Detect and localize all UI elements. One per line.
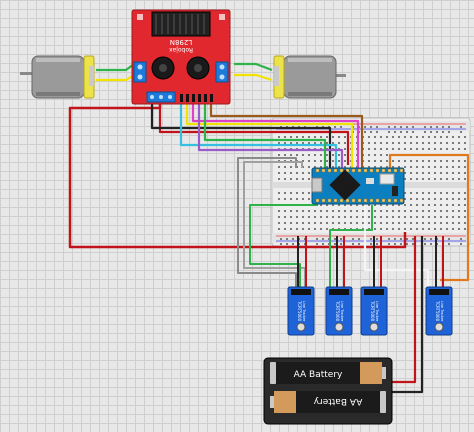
sensor-1: TCRT5000 Line Tracker — [287, 286, 315, 336]
sensor-name: TCRT5000 — [370, 300, 375, 322]
sensor-2: TCRT5000 Line Tracker — [325, 286, 353, 336]
sensor-3: TCRT5000 Line Tracker — [360, 286, 388, 336]
sensor-name: TCRT5000 — [435, 300, 440, 322]
battery-cell-2-label: AA Battery — [313, 396, 362, 406]
motor-icon — [20, 55, 95, 99]
white-wire — [363, 205, 430, 287]
cyan-wire — [179, 100, 338, 168]
red-vin-wire — [158, 100, 350, 165]
sensor-name: TCRT5000 — [335, 300, 340, 322]
brown-wire — [209, 100, 364, 168]
green-wire-1 — [203, 100, 327, 168]
gray-gnd-wire-1 — [237, 157, 297, 287]
battery-icon: AA Battery AA Battery — [263, 357, 393, 425]
magenta-wire — [191, 100, 360, 168]
arduino-nano — [311, 167, 405, 205]
battery-black-lead — [388, 236, 424, 394]
black-gnd-wire — [150, 100, 332, 168]
sensors: TCRT5000 Line Tracker TCRT5000 Line Trac… — [287, 286, 453, 336]
sensor-sub: Line Tracker — [440, 301, 444, 322]
sensor-sub: Line Tracker — [340, 301, 344, 322]
sensor-name: TCRT5000 — [297, 300, 302, 322]
driver-model-label: L298N — [170, 38, 193, 46]
battery-cell-1-label: AA Battery — [294, 370, 343, 380]
battery-red-lead — [388, 236, 417, 384]
sensor-4: TCRT5000 Line Tracker — [425, 286, 453, 336]
l298n-driver: L298N Robojax — [131, 9, 231, 105]
purple-wire — [197, 100, 344, 168]
yellow-wire — [185, 100, 354, 168]
orange-wire — [388, 153, 470, 282]
green-wire-2 — [249, 204, 318, 287]
wires — [68, 62, 470, 394]
chip-icon — [329, 169, 361, 201]
motor-icon — [273, 55, 346, 99]
sensor-sub: Line Tracker — [375, 301, 379, 322]
sensor-sub: Line Tracker — [302, 301, 306, 322]
terminal-icon — [133, 61, 229, 103]
green-wire-3 — [329, 205, 373, 287]
driver-brand-label: Robojax — [169, 46, 193, 53]
